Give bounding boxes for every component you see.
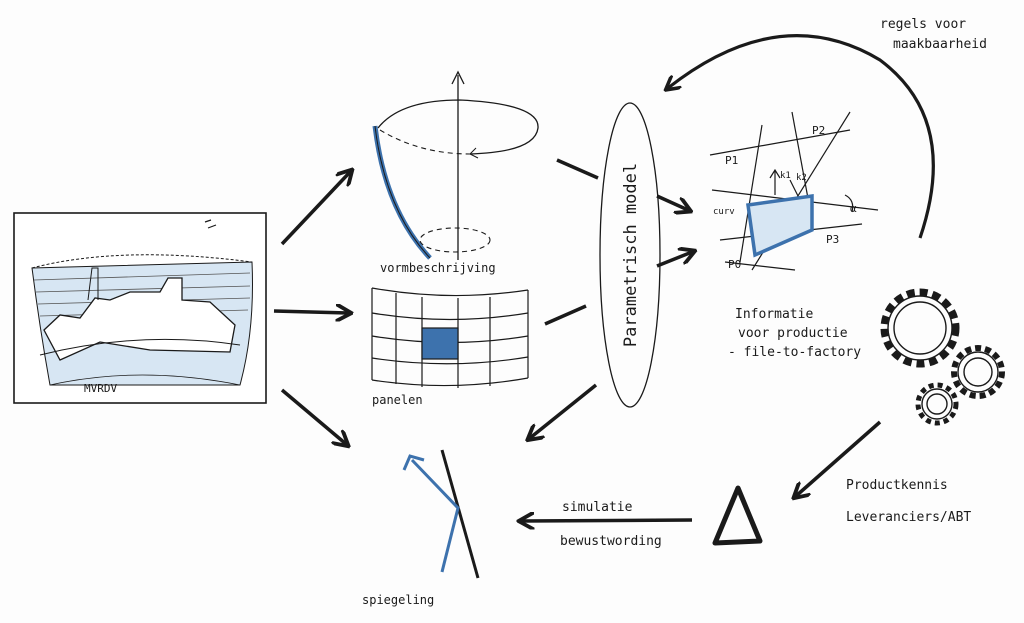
grid-label-k1: k1 — [780, 171, 791, 181]
info-line3: - file-to-factory — [728, 345, 861, 360]
gears-icon — [880, 288, 1005, 426]
panels-label: panelen — [372, 393, 423, 407]
arrow-model-to-grid-2 — [656, 252, 692, 268]
info-line1: Informatie — [735, 307, 813, 322]
arrow-model-to-grid-1 — [656, 194, 688, 210]
grid-label-k2: k2 — [796, 173, 807, 183]
arrow-photo-to-mirror — [280, 388, 346, 444]
parametric-grid-labels: P1 P2 P3 P0 k1 k2 curv α — [713, 124, 857, 271]
photo-caption: MVRDV — [84, 382, 117, 395]
arrow-photo-to-shape — [280, 172, 350, 246]
panels-sketch — [371, 287, 529, 388]
photo-sketch — [13, 212, 267, 404]
grid-label-p1: P1 — [725, 154, 738, 167]
grid-label-alpha: α — [850, 202, 857, 215]
link-panels-to-model — [544, 304, 587, 326]
arrow-photo-to-panels — [273, 311, 348, 313]
delta-icon — [712, 485, 763, 546]
info-line2: voor productie — [738, 326, 848, 341]
product-line1: Productkennis — [846, 478, 948, 493]
arrow-gears-to-delta — [796, 420, 882, 496]
feedback-label-line1: regels voor — [880, 17, 966, 32]
shape-label: vormbeschrijving — [380, 261, 496, 275]
product-line2: Leveranciers/ABT — [846, 510, 971, 525]
grid-label-curve: curv — [713, 207, 735, 217]
parametric-model-label: Parametrisch model — [621, 163, 641, 347]
grid-label-p3: P3 — [826, 233, 839, 246]
parametric-model-node — [599, 102, 661, 408]
grid-label-p2: P2 — [812, 124, 825, 137]
feedback-label-line2: maakbaarheid — [893, 37, 987, 52]
arrow-model-to-mirror — [530, 383, 598, 438]
grid-label-p0: P0 — [728, 258, 741, 271]
arrow-delta-to-mirror — [522, 520, 693, 521]
mirror-label: spiegeling — [362, 593, 434, 607]
sim-line2: bewustwording — [560, 534, 662, 549]
flow-arrows — [273, 158, 882, 521]
mirror-sketch — [402, 449, 480, 579]
feedback-arrow — [668, 34, 935, 239]
sim-line1: simulatie — [562, 500, 633, 515]
link-shape-to-model — [556, 158, 599, 180]
parametric-grid-sketch — [709, 111, 879, 271]
shape-description-sketch — [372, 70, 539, 260]
